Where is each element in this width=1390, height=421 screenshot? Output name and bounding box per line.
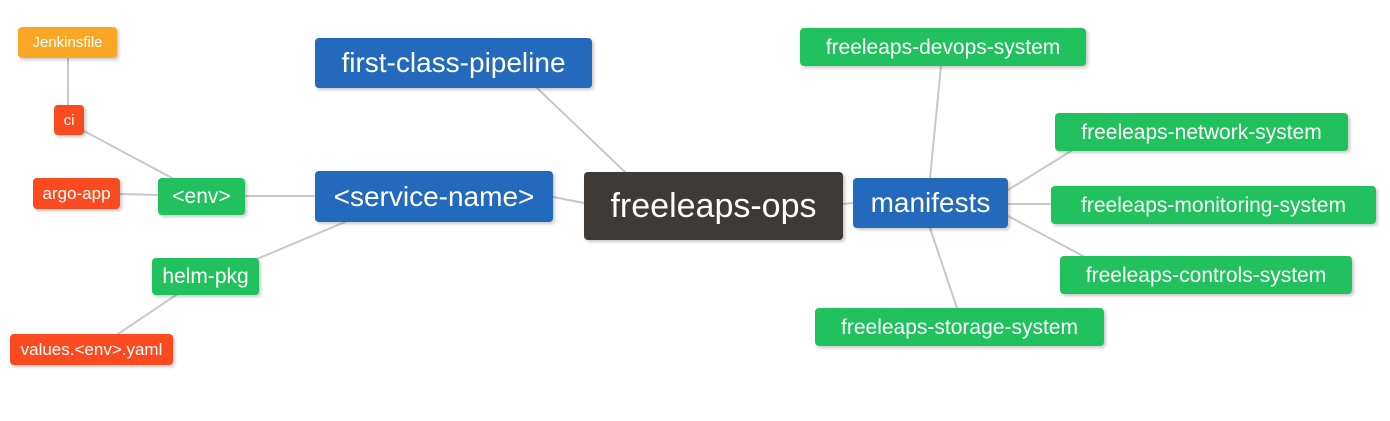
edge-manifests-to-freeleaps-network-system <box>1007 150 1072 191</box>
node-freeleaps-ops[interactable]: freeleaps-ops <box>584 172 843 240</box>
edge-manifests-to-freeleaps-devops-system <box>929 65 942 179</box>
node-first-class-pipeline[interactable]: first-class-pipeline <box>315 38 592 88</box>
node-jenkinsfile[interactable]: Jenkinsfile <box>18 27 117 58</box>
edge-first-class-pipeline-to-freeleaps-ops <box>536 87 626 173</box>
edge-argo-app-to-env <box>119 193 159 196</box>
edge-values-yaml-to-helm-pkg <box>117 294 177 335</box>
node-argo-app[interactable]: argo-app <box>33 178 120 209</box>
edge-ci-to-env <box>83 130 173 179</box>
node-freeleaps-network-system[interactable]: freeleaps-network-system <box>1055 113 1348 151</box>
node-manifests[interactable]: manifests <box>853 178 1008 228</box>
node-env[interactable]: <env> <box>158 178 245 215</box>
node-freeleaps-storage-system[interactable]: freeleaps-storage-system <box>815 308 1104 346</box>
node-freeleaps-controls-system[interactable]: freeleaps-controls-system <box>1060 256 1352 294</box>
edge-freeleaps-ops-to-manifests <box>842 202 854 205</box>
edge-service-name-to-freeleaps-ops <box>552 196 585 204</box>
node-service-name[interactable]: <service-name> <box>315 171 553 222</box>
node-values-yaml[interactable]: values.<env>.yaml <box>10 334 173 365</box>
node-freeleaps-monitoring-system[interactable]: freeleaps-monitoring-system <box>1051 186 1376 224</box>
node-helm-pkg[interactable]: helm-pkg <box>152 258 259 295</box>
node-freeleaps-devops-system[interactable]: freeleaps-devops-system <box>800 28 1086 66</box>
edge-helm-pkg-to-service-name <box>244 221 346 265</box>
node-ci[interactable]: ci <box>54 105 84 135</box>
edge-manifests-to-freeleaps-storage-system <box>929 227 958 309</box>
